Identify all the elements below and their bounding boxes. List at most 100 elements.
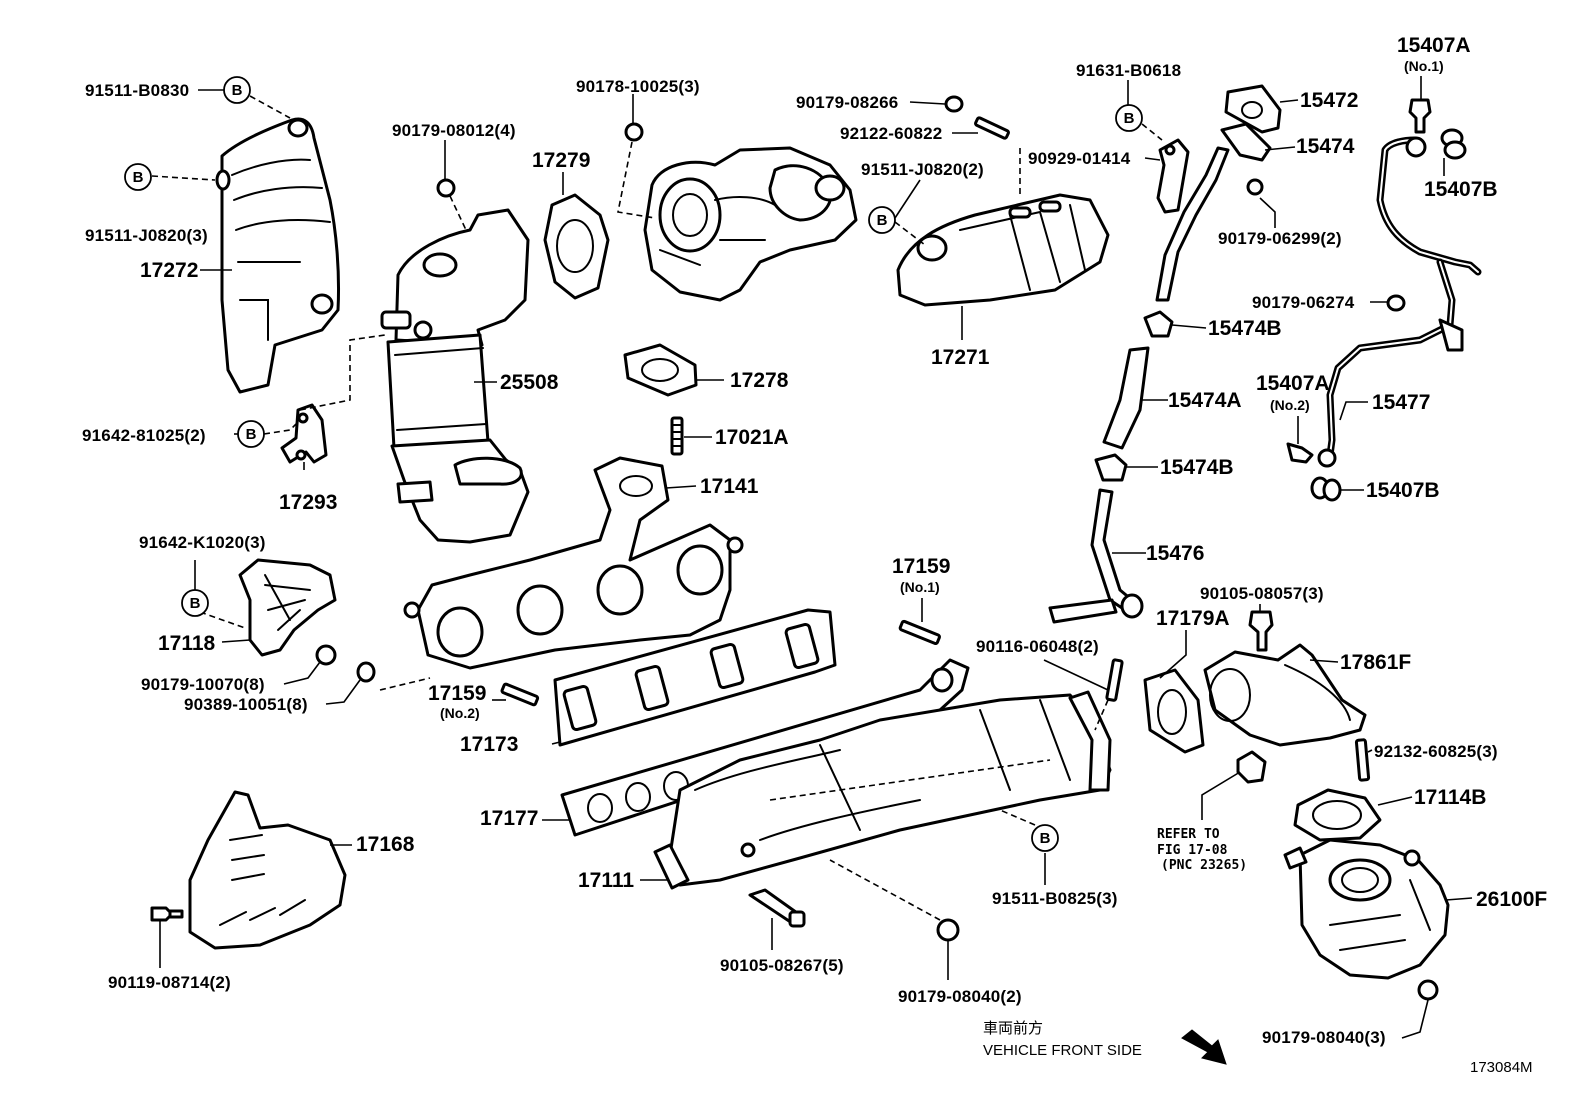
label-17271: 17271 [931,346,990,369]
vehicle-front-japanese: 車両前方 [983,1020,1043,1037]
refer-note-line3: (PNC 23265) [1161,858,1247,873]
nut-90179-08266 [944,95,964,113]
label-17173: 17173 [460,733,518,756]
label-91631-B0618: 91631-B0618 [1076,61,1181,80]
label-91511-B0825-3: 91511-B0825(3) [992,889,1118,908]
label-90389-10051-8: 90389-10051(8) [184,695,308,714]
gasket-15472 [1224,84,1282,134]
label-90105-08267-5: 90105-08267(5) [720,956,844,975]
label-15407B-upper: 15407B [1424,178,1498,201]
gasket-17173 [553,608,837,747]
gasket-15407B-upper [1440,128,1467,160]
label-17278: 17278 [730,369,789,392]
stud-92132-60825 [1354,738,1371,782]
bolt-markers: B B B B B B B [124,76,1143,852]
label-15407A-no1: 15407A [1397,34,1471,57]
union-bolt-15407A-no2 [1286,442,1314,464]
label-17159-no2: 17159 [428,682,486,705]
stud-17159-no2 [500,682,540,707]
label-90179-08012-4: 90179-08012(4) [392,121,516,140]
vehicle-front-indicator: 車両前方 VEHICLE FRONT SIDE [983,1020,1227,1065]
label-15472: 15472 [1300,89,1358,112]
bolt-90105-08057 [1248,610,1274,652]
bracket-17293 [280,403,328,464]
label-90179-06274: 90179-06274 [1252,293,1355,312]
union-bolt-15407A-no1 [1408,98,1432,134]
label-17159-no1: 17159 [892,555,950,578]
label-17861F: 17861F [1340,651,1411,674]
svg-text:B: B [877,212,888,229]
svg-text:B: B [246,426,257,443]
refer-note-line2: FIG 17-08 [1157,843,1228,858]
gasket-15407B-lower [1310,476,1342,502]
gasket-17114B [1293,788,1382,842]
clamp-15474B-upper [1143,310,1174,338]
label-17177: 17177 [480,807,538,830]
adapter-17861F [1203,643,1367,747]
clamp-15474B-lower [1094,453,1128,482]
marker-b: B [868,206,896,234]
label-92122-60822: 92122-60822 [840,124,942,143]
label-15407A-no1-sub: (No.1) [1404,58,1444,74]
svg-text:B: B [1124,110,1135,127]
gasket-17279 [543,193,610,300]
vehicle-front-english: VEHICLE FRONT SIDE [983,1042,1142,1059]
label-90929-01414: 90929-01414 [1028,149,1131,168]
stud-90116-06048 [1105,658,1124,702]
svg-text:B: B [1040,830,1051,847]
label-91511-J0820-3: 91511-J0820(3) [85,226,208,245]
hose-15474A [1102,346,1150,450]
label-17021A: 17021A [715,426,789,449]
label-15474B-upper: 15474B [1208,317,1282,340]
marker-b: B [1031,824,1059,852]
stud-17021A [670,416,684,456]
nut-90178-10025 [624,122,644,142]
label-90179-06299-2: 90179-06299(2) [1218,229,1342,248]
stud-92122-60822 [974,116,1010,140]
throttle-body-26100F [1283,838,1450,980]
exhaust-manifold-17141 [403,456,744,670]
label-91642-K1020-3: 91642-K1020(3) [139,533,266,552]
label-17168: 17168 [356,833,415,856]
heat-insulator-17272 [215,117,341,394]
marker-b: B [223,76,251,104]
label-15477: 15477 [1372,391,1430,414]
nut-90179-08040-center [936,918,960,942]
label-90179-10070-8: 90179-10070(8) [141,675,265,694]
marker-b: B [237,420,265,448]
label-26100F: 26100F [1476,888,1547,911]
collar-90389-10051 [356,661,376,683]
front-arrow-icon [1181,1029,1227,1065]
svg-text:B: B [232,82,243,99]
nut-90179-06299 [1246,178,1264,196]
label-90116-06048-2: 90116-06048(2) [976,637,1099,656]
nut-90179-08012 [436,178,456,198]
label-17159-no1-sub: (No.1) [900,579,940,595]
sensor-refer-fig-17-08 [1236,750,1267,784]
turbocharger [643,146,858,302]
label-17179A: 17179A [1156,607,1230,630]
label-17111: 17111 [578,869,634,892]
part-labels: 91511-B0830 91511-J0820(3) 17272 91642-8… [82,34,1547,1047]
gasket-17278 [623,343,698,397]
label-92132-60825-3: 92132-60825(3) [1374,742,1498,761]
pipe-15476 [1048,488,1144,624]
label-15474: 15474 [1296,135,1355,158]
label-90119-08714-2: 90119-08714(2) [108,973,231,992]
nut-90179-08040-lower [1417,979,1439,1001]
svg-text:B: B [190,595,201,612]
refer-note: REFER TO FIG 17-08 (PNC 23265) [1157,827,1247,873]
figure-code: 173084M [1470,1059,1533,1076]
marker-b: B [124,163,152,191]
label-17293: 17293 [279,491,337,514]
marker-b: B [1115,104,1143,132]
intake-manifold-17111 [653,690,1112,890]
svg-text:B: B [133,169,144,186]
label-17114B: 17114B [1414,786,1486,809]
bolt-90105-08267 [748,888,806,928]
label-90179-08040-2: 90179-08040(2) [898,987,1022,1006]
nut-90179-10070 [315,644,337,666]
label-15407A-no2: 15407A [1256,372,1330,395]
